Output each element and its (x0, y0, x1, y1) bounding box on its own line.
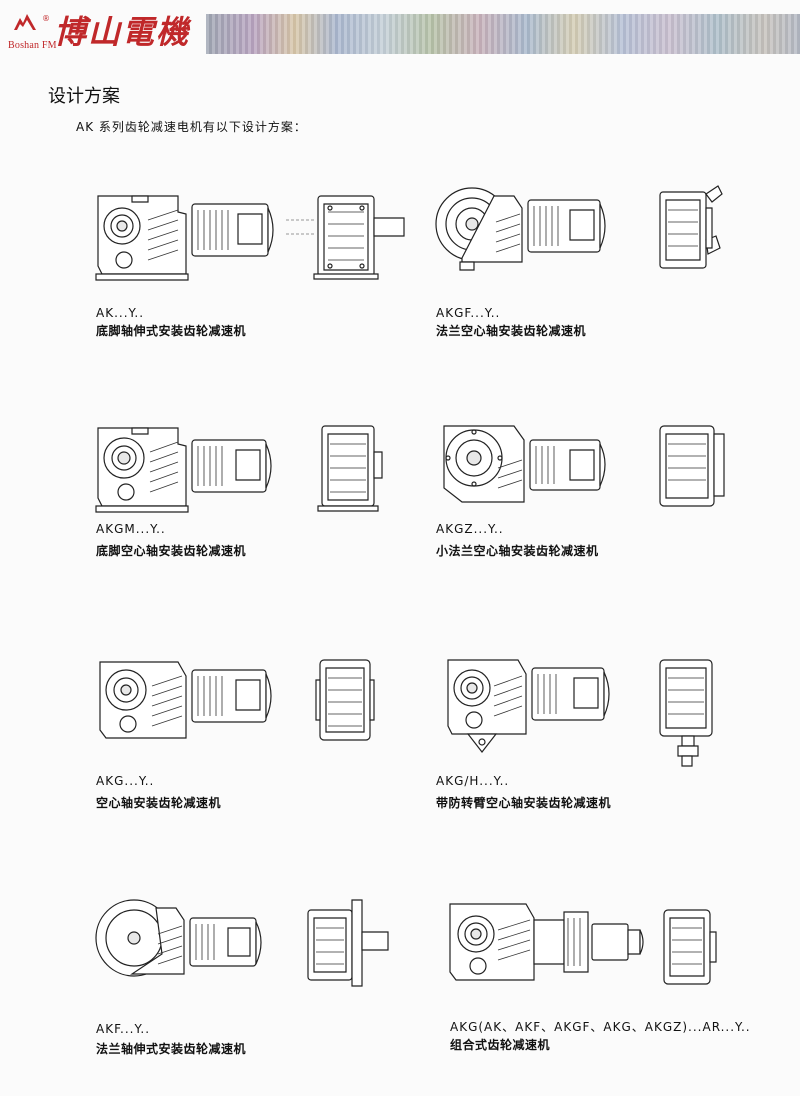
design-akgf: AKGF...Y.. 法兰空心轴安装齿轮减速机 (432, 182, 772, 352)
mountain-logo-icon (14, 14, 36, 30)
design-model: AKF...Y.. (96, 1022, 151, 1036)
ak-end-drawing (282, 190, 422, 280)
header-banner (206, 14, 800, 54)
akgh-end-drawing (652, 656, 732, 768)
akgh-side-drawing (432, 656, 622, 756)
akg-combined-side-drawing (446, 900, 656, 990)
akgf-side-drawing (432, 182, 622, 278)
akgf-end-drawing (654, 184, 734, 276)
design-akgh: AKG/H...Y.. 带防转臂空心轴安装齿轮减速机 (432, 650, 772, 820)
akgz-side-drawing (432, 418, 622, 512)
akgm-side-drawing (92, 422, 282, 512)
ak-side-drawing (92, 190, 282, 280)
design-description: 底脚空心轴安装齿轮减速机 (96, 544, 247, 558)
design-model: AK...Y.. (96, 306, 145, 320)
design-model: AKG/H...Y.. (436, 774, 510, 788)
design-description: 小法兰空心轴安装齿轮减速机 (436, 544, 599, 558)
design-description: 带防转臂空心轴安装齿轮减速机 (436, 796, 612, 810)
design-akg: AKG...Y.. 空心轴安装齿轮减速机 (92, 650, 432, 820)
brand-logo: ® Boshan FM 博山電機 (6, 8, 226, 56)
registered-mark: ® (42, 14, 50, 23)
akg-combined-end-drawing (658, 906, 728, 990)
design-akf: AKF...Y.. 法兰轴伸式安装齿轮减速机 (92, 894, 432, 1064)
section-title: 设计方案 (48, 86, 120, 107)
akf-end-drawing (302, 896, 402, 990)
design-description: 空心轴安装齿轮减速机 (96, 796, 222, 810)
akg-end-drawing (312, 656, 392, 746)
design-akgm: AKGM...Y.. 底脚空心轴安装齿轮减速机 (92, 414, 432, 584)
akg-side-drawing (92, 656, 282, 746)
design-description: 底脚轴伸式安装齿轮减速机 (96, 324, 247, 338)
design-akgz: AKGZ...Y.. 小法兰空心轴安装齿轮减速机 (432, 414, 772, 584)
logo-english-text: Boshan FM (8, 40, 57, 51)
akf-side-drawing (92, 894, 282, 990)
akgm-end-drawing (312, 422, 402, 512)
design-model: AKGF...Y.. (436, 306, 501, 320)
design-description: 法兰空心轴安装齿轮减速机 (436, 324, 587, 338)
akgz-end-drawing (652, 420, 742, 512)
design-description: 组合式齿轮减速机 (450, 1038, 551, 1052)
design-description: 法兰轴伸式安装齿轮减速机 (96, 1042, 247, 1056)
design-akg-combined: AKG(AK、AKF、AKGF、AKG、AKGZ)...AR...Y.. 组合式… (446, 898, 786, 1068)
design-model: AKGZ...Y.. (436, 522, 504, 536)
design-model: AKG...Y.. (96, 774, 155, 788)
design-ak: AK...Y.. 底脚轴伸式安装齿轮减速机 (92, 182, 432, 352)
design-model: AKGM...Y.. (96, 522, 166, 536)
design-model: AKG(AK、AKF、AKGF、AKG、AKGZ)...AR...Y.. (450, 1020, 751, 1034)
logo-chinese-text: 博山電機 (54, 13, 191, 51)
intro-text: AK 系列齿轮减速电机有以下设计方案： (76, 120, 307, 134)
